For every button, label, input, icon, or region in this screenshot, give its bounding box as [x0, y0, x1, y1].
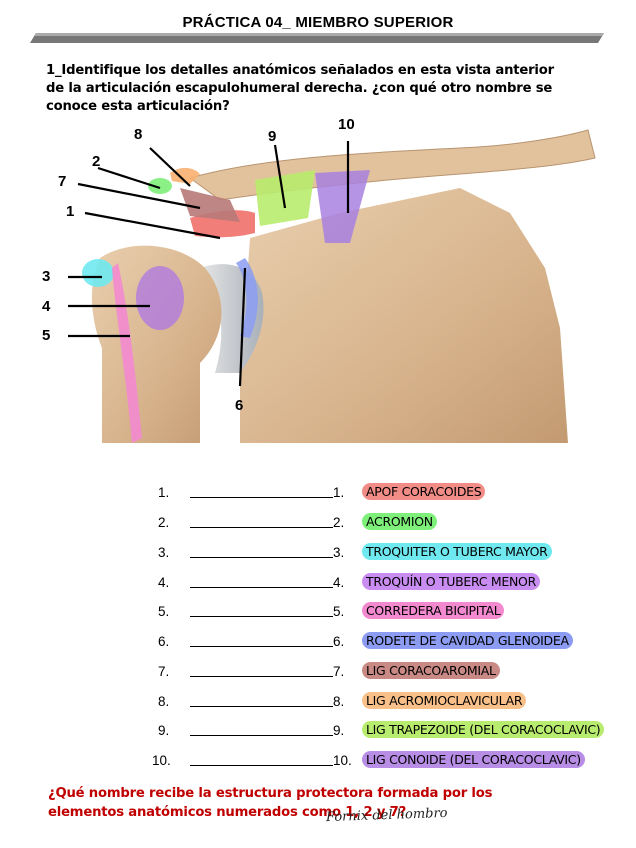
figure-label-1: 1	[66, 203, 74, 220]
figure-label-5: 5	[42, 327, 50, 344]
row-number: 9.	[158, 723, 169, 738]
answer-text: LIG TRAPEZOIDE (DEL CORACOCLAVIC)	[362, 721, 604, 738]
answer-blank[interactable]	[190, 646, 333, 647]
row-number-2: 5.	[333, 604, 344, 619]
list-item: 9. 9. LIG TRAPEZOIDE (DEL CORACOCLAVIC)	[0, 721, 636, 743]
answer-blank[interactable]	[190, 557, 333, 558]
row-number-2: 8.	[333, 694, 344, 709]
row-number: 8.	[158, 694, 169, 709]
list-item: 10. 10. LIG CONOIDE (DEL CORACOCLAVIC)	[0, 751, 636, 773]
answer-text: LIG CONOIDE (DEL CORACOCLAVIC)	[362, 751, 585, 768]
answer-text: RODETE DE CAVIDAD GLENOIDEA	[362, 632, 573, 649]
row-number: 4.	[158, 575, 169, 590]
row-number: 1.	[158, 485, 169, 500]
list-item: 8. 8. LIG ACROMIOCLAVICULAR	[0, 692, 636, 714]
page-title: PRÁCTICA 04_ MIEMBRO SUPERIOR	[0, 14, 636, 31]
answer-blank[interactable]	[190, 735, 333, 736]
answer-blank[interactable]	[190, 765, 333, 766]
figure-label-8: 8	[134, 126, 142, 143]
row-number-2: 4.	[333, 575, 344, 590]
answer-text: APOF CORACOIDES	[362, 483, 485, 500]
row-number: 10.	[152, 753, 171, 768]
list-item: 5. 5. CORREDERA BICIPITAL	[0, 602, 636, 624]
answer-text: TROQUITER O TUBERC MAYOR	[362, 543, 552, 560]
clavicle	[190, 130, 595, 200]
answer-blank[interactable]	[190, 706, 333, 707]
list-item: 4. 4. TROQUÍN O TUBERC MENOR	[0, 573, 636, 595]
list-item: 6. 6. RODETE DE CAVIDAD GLENOIDEA	[0, 632, 636, 654]
list-item: 2. 2. ACROMION	[0, 513, 636, 535]
question-2: ¿Qué nombre recibe la estructura protect…	[48, 784, 568, 822]
row-number-2: 6.	[333, 634, 344, 649]
answer-blank[interactable]	[190, 497, 333, 498]
list-item: 1. 1. APOF CORACOIDES	[0, 483, 636, 505]
answer-blank[interactable]	[190, 587, 333, 588]
shoulder-anatomy-figure	[40, 118, 600, 448]
row-number: 3.	[158, 545, 169, 560]
answer-text: ACROMION	[362, 513, 437, 530]
list-item: 3. 3. TROQUITER O TUBERC MAYOR	[0, 543, 636, 565]
figure-label-7: 7	[58, 173, 66, 190]
scapula	[240, 188, 568, 443]
row-number: 2.	[158, 515, 169, 530]
answer-text: LIG CORACOAROMIAL	[362, 662, 500, 679]
figure-label-9: 9	[268, 128, 276, 145]
answer-text: LIG ACROMIOCLAVICULAR	[362, 692, 526, 709]
row-number: 7.	[158, 664, 169, 679]
title-divider	[30, 33, 604, 43]
list-item: 7. 7. LIG CORACOAROMIAL	[0, 662, 636, 684]
figure-label-10: 10	[338, 116, 355, 133]
question-1: 1_Identifique los detalles anatómicos se…	[46, 62, 576, 116]
figure-label-4: 4	[42, 298, 50, 315]
row-number-2: 7.	[333, 664, 344, 679]
row-number-2: 10.	[333, 753, 352, 768]
figure-label-3: 3	[42, 268, 50, 285]
answer-blank[interactable]	[190, 527, 333, 528]
answer-blank[interactable]	[190, 616, 333, 617]
row-number-2: 3.	[333, 545, 344, 560]
handwritten-answer: Fornix del hombro	[326, 806, 448, 825]
row-number-2: 1.	[333, 485, 344, 500]
row-number-2: 2.	[333, 515, 344, 530]
figure-label-2: 2	[92, 153, 100, 170]
row-number-2: 9.	[333, 723, 344, 738]
row-number: 6.	[158, 634, 169, 649]
row-number: 5.	[158, 604, 169, 619]
answer-blank[interactable]	[190, 676, 333, 677]
answer-text: CORREDERA BICIPITAL	[362, 602, 504, 619]
answer-text: TROQUÍN O TUBERC MENOR	[362, 573, 540, 590]
figure-label-6: 6	[235, 397, 243, 414]
